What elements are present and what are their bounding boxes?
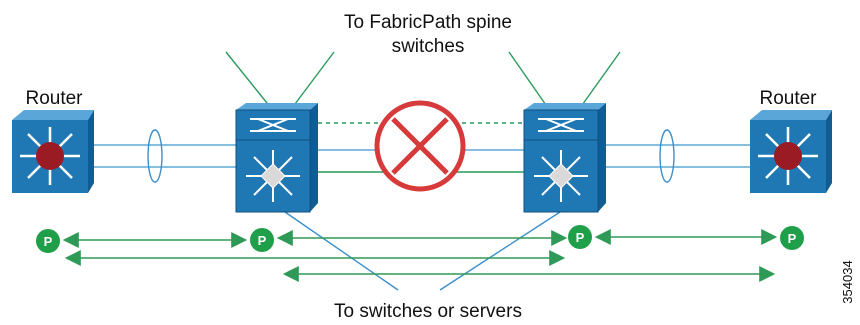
p-marker-label: P <box>788 231 797 246</box>
router-left-label: Router <box>25 88 83 109</box>
p-marker: P <box>568 225 592 249</box>
p-marker-circle <box>780 226 804 250</box>
switch-left <box>235 103 318 213</box>
figure-number: 354034 <box>840 260 855 303</box>
p-marker-circle <box>250 228 274 252</box>
router-core-icon <box>774 142 802 170</box>
router-right <box>750 110 832 193</box>
p-marker-label: P <box>576 230 585 245</box>
p-marker: P <box>36 229 60 253</box>
p-marker-label: P <box>258 233 267 248</box>
spine-uplinks <box>225 51 621 109</box>
switch-right <box>523 103 606 213</box>
p-marker-label: P <box>44 234 53 249</box>
p-marker: P <box>250 228 274 252</box>
adjacency-arrows <box>62 229 778 282</box>
blocked-link-icon <box>374 100 466 192</box>
top-label-line1: To FabricPath spine <box>344 12 512 33</box>
p-marker: P <box>780 226 804 250</box>
router-switch-links <box>88 129 753 183</box>
router-right-label: Router <box>759 88 817 109</box>
switch-arrows-icon <box>538 118 584 132</box>
downlinks <box>284 211 561 291</box>
bottom-label: To switches or servers <box>334 301 522 322</box>
router-core-icon <box>36 142 64 170</box>
top-label-line2: switches <box>392 36 465 57</box>
p-marker-circle <box>36 229 60 253</box>
router-left <box>12 110 94 193</box>
p-marker-circle <box>568 225 592 249</box>
switch-arrows-icon <box>250 118 296 132</box>
port-channel-right <box>659 129 675 183</box>
port-channel-left <box>147 129 163 183</box>
